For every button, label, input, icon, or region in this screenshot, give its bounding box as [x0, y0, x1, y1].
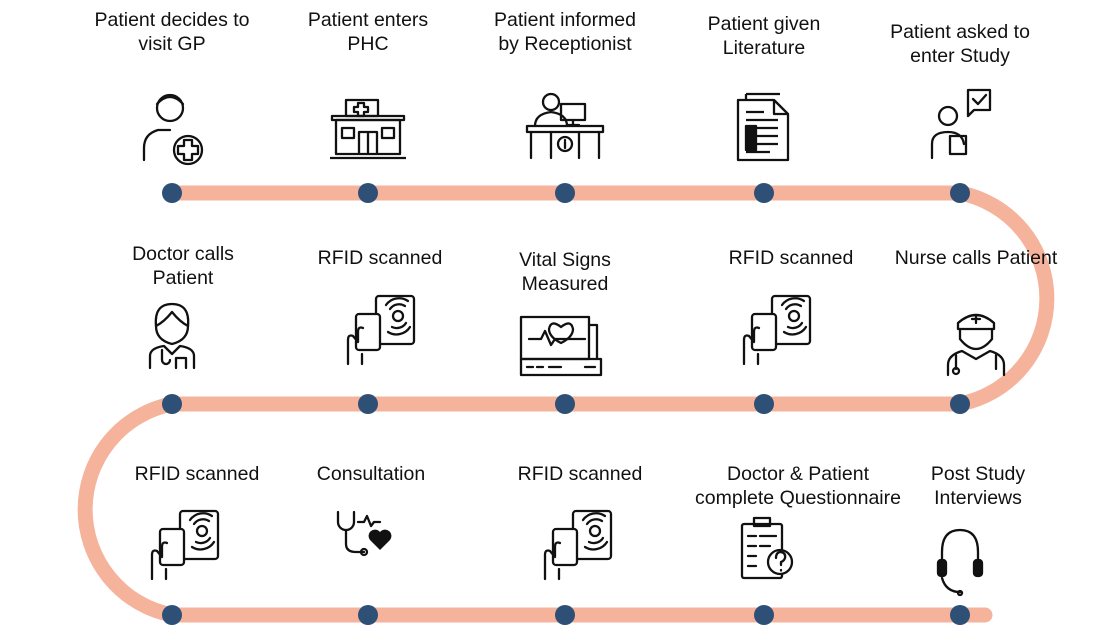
step-label-9: RFID scanned	[318, 246, 443, 270]
step-node-4	[754, 183, 774, 203]
step-label-line: Patient given	[707, 13, 821, 35]
step-node-5	[950, 183, 970, 203]
step-label-line: RFID scanned	[317, 247, 443, 269]
step-node-14	[754, 605, 774, 625]
step-label-line: RFID scanned	[517, 463, 643, 485]
patient-plus-icon	[142, 93, 204, 166]
step-label-line: Patient informed	[494, 9, 636, 31]
step-label-line: RFID scanned	[134, 463, 260, 485]
nurse-icon	[946, 313, 1006, 377]
step-label-line: Nurse calls Patient	[894, 247, 1058, 269]
step-node-7	[754, 394, 774, 414]
step-label-7: RFID scanned	[729, 246, 854, 270]
step-label-line: Doctor calls	[132, 243, 234, 265]
step-node-6	[950, 394, 970, 414]
step-node-9	[358, 394, 378, 414]
step-label-13: RFID scanned	[518, 462, 643, 486]
step-label-line: Interviews	[934, 487, 1022, 509]
step-label-line: PHC	[347, 33, 389, 55]
step-label-line: visit GP	[138, 33, 206, 55]
step-label-line: by Receptionist	[498, 33, 632, 55]
rfid-card-icon	[742, 294, 812, 366]
step-label-line: Patient enters	[307, 9, 429, 31]
stethoscope-heart-icon	[336, 510, 392, 557]
rfid-card-icon	[346, 294, 416, 366]
step-label-line: Literature	[722, 37, 806, 59]
step-label-line: Consultation	[316, 463, 426, 485]
headset-icon	[936, 528, 984, 597]
step-label-6: Nurse calls Patient	[895, 246, 1058, 270]
step-label-line: Patient asked to	[890, 21, 1030, 43]
step-node-8	[555, 394, 575, 414]
clinic-building-icon	[330, 98, 406, 160]
step-label-line: Measured	[521, 273, 609, 295]
step-node-10	[162, 394, 182, 414]
clipboard-question-icon	[740, 516, 794, 580]
step-label-12: Consultation	[317, 462, 425, 486]
step-node-12	[358, 605, 378, 625]
step-label-line: Vital Signs	[519, 249, 611, 271]
step-node-15	[950, 605, 970, 625]
step-label-line: complete Questionnaire	[695, 487, 901, 509]
rfid-card-icon	[150, 509, 220, 581]
step-node-1	[162, 183, 182, 203]
step-icons	[142, 88, 1006, 597]
step-label-line: enter Study	[910, 45, 1010, 67]
step-node-2	[358, 183, 378, 203]
document-icon	[736, 92, 790, 162]
step-node-13	[555, 605, 575, 625]
step-node-3	[555, 183, 575, 203]
step-label-line: Doctor & Patient	[727, 463, 869, 485]
receptionist-desk-icon	[525, 92, 605, 160]
person-checklist-icon	[930, 88, 992, 160]
step-label-line: Patient	[152, 267, 214, 289]
step-label-line: Patient decides to	[94, 9, 250, 31]
rfid-card-icon	[543, 509, 613, 581]
step-nodes	[162, 183, 970, 625]
step-label-11: RFID scanned	[135, 462, 260, 486]
step-label-line: RFID scanned	[728, 247, 854, 269]
vital-signs-monitor-icon	[519, 315, 603, 377]
doctor-icon	[148, 302, 196, 370]
step-node-11	[162, 605, 182, 625]
step-label-line: Post Study	[930, 463, 1026, 485]
